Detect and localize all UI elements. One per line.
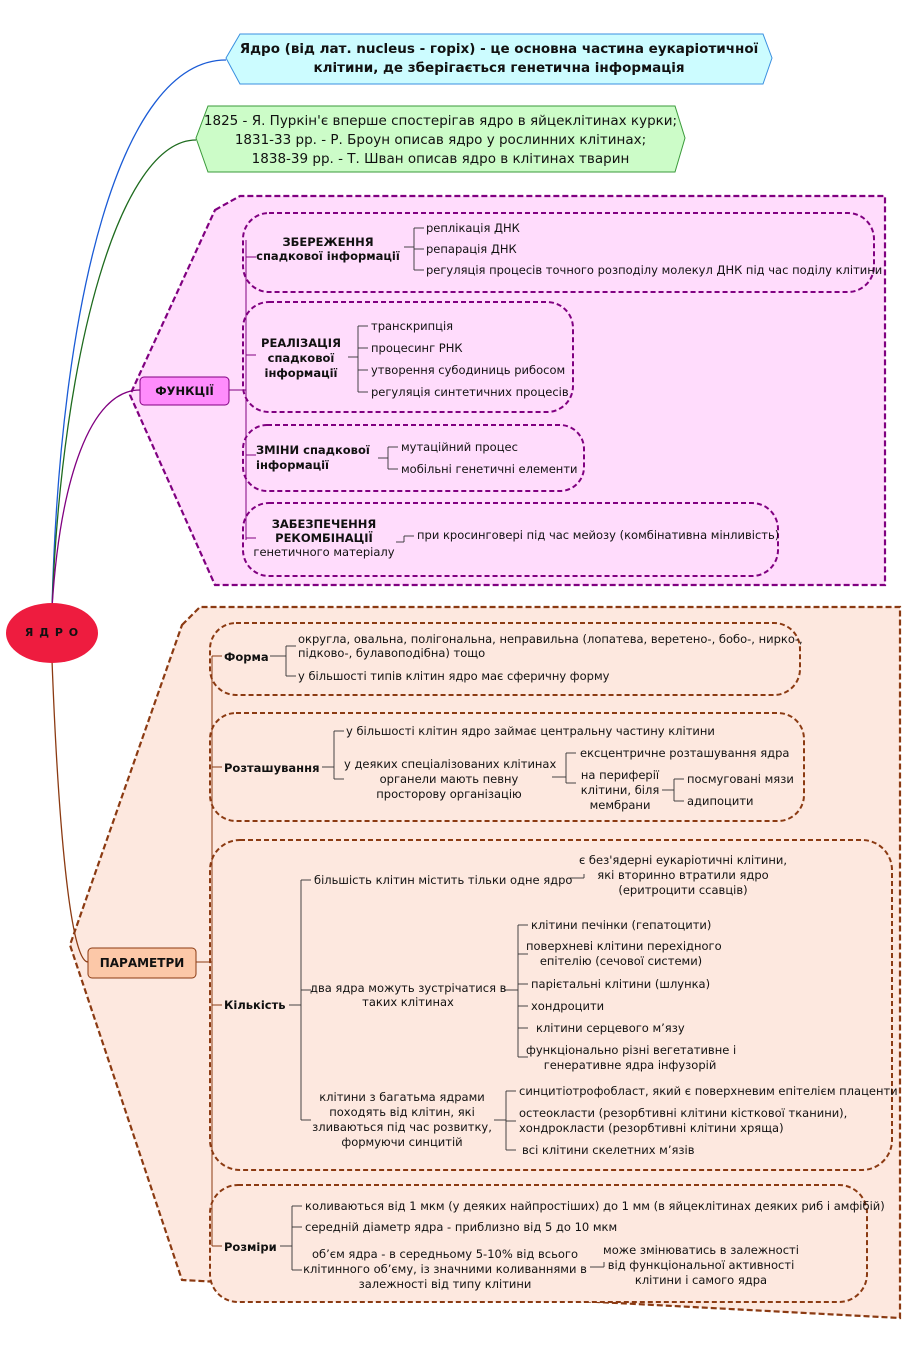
location-item-2-line-2: органели мають певну — [379, 772, 519, 786]
count-anuclear-line-3: (еритроцити ссавців) — [618, 883, 748, 897]
count-many-line-1: клітини з багатьма ядрами — [319, 1090, 485, 1104]
shape-item-1-line-2: підково-, булавоподібна) тощо — [298, 646, 486, 660]
changes-box — [242, 424, 585, 492]
count-anuclear-line-2: які вторинно втратили ядро — [597, 868, 769, 882]
count-label: Кількість — [224, 998, 286, 1012]
count-two-hepatocytes: клітини печінки (гепатоцити) — [531, 918, 712, 932]
root-node — [6, 603, 98, 663]
count-two-infusoria-line-2: генеративне ядра інфузорій — [543, 1058, 717, 1072]
realization-title-2: спадкової — [267, 351, 335, 365]
history-box — [195, 105, 686, 173]
count-many-muscle: всі клітини скелетних м’язів — [522, 1143, 695, 1157]
count-one: більшість клітин містить тільки одне ядр… — [314, 873, 573, 887]
shape-box — [209, 622, 801, 696]
size-note-line-1: може змінюватись в залежності — [603, 1243, 799, 1257]
count-two-epithelium-line-1: поверхневі клітини перехідного — [526, 939, 722, 953]
location-periphery-line-3: мембрани — [589, 798, 651, 812]
location-item-2-line-3: просторову організацію — [376, 787, 522, 801]
recombination-title-1: ЗАБЕЗПЕЧЕННЯ — [271, 517, 377, 531]
shape-item-2: у більшості типів клітин ядро має сферич… — [298, 669, 610, 683]
storage-item-3: регуляція процесів точного розподілу мол… — [426, 263, 883, 277]
shape-item-1-line-1: округла, овальна, полігональна, неправил… — [298, 632, 803, 646]
size-note-line-2: від функціональної активності — [607, 1258, 795, 1272]
count-two-epithelium-line-2: епітелію (сечової системи) — [539, 954, 703, 968]
size-label: Розміри — [224, 1240, 277, 1254]
root-label: Я Д Р О — [24, 626, 80, 639]
location-periphery-line-2: клітини, біля — [580, 783, 660, 797]
functions-label: ФУНКЦІЇ — [155, 384, 214, 398]
location-item-2-line-1: у деяких спеціалізованих клітинах — [344, 757, 557, 771]
count-two-line-2: таких клітинах — [362, 995, 454, 1009]
storage-title-1: ЗБЕРЕЖЕННЯ — [282, 235, 374, 249]
connector-functions — [51, 389, 141, 609]
location-label: Розташування — [224, 761, 320, 775]
location-adipocytes: адипоцити — [687, 794, 754, 808]
count-two-parietal: парієтальні клітини (шлунка) — [531, 977, 711, 991]
recombination-title-2: РЕКОМБІНАЦІЇ — [275, 531, 373, 545]
count-many-osteo-line-2: хондрокласти (резорбтивні клітини хряща) — [519, 1121, 784, 1135]
size-item-3-line-1: об’єм ядра - в середньому 5-10% від всьо… — [312, 1247, 578, 1261]
connector-history — [51, 139, 197, 609]
size-note-line-3: клітини і самого ядра — [634, 1273, 768, 1287]
count-two-line-1: два ядра можуть зустрічатися в — [310, 981, 507, 995]
shape-label: Форма — [224, 650, 269, 664]
count-two-infusoria-line-1: функціонально різні вегетативне і — [526, 1043, 737, 1057]
size-item-3-line-3: залежності від типу клітини — [358, 1277, 532, 1291]
changes-item-1: мутаційний процес — [401, 440, 518, 454]
definition-box — [225, 33, 773, 85]
parameters-node — [87, 947, 197, 979]
size-item-1: коливаються від 1 мкм (у деяких найпрост… — [305, 1199, 885, 1213]
history-line-1: 1825 - Я. Пуркін'є вперше спостерігав яд… — [203, 113, 678, 129]
location-eccentric: ексцентричне розташування ядра — [580, 746, 790, 760]
history-line-3: 1838-39 рр. - Т. Шван описав ядро в кліт… — [251, 151, 630, 167]
size-item-3-line-2: клітинного об’єму, із значними коливання… — [303, 1262, 587, 1276]
storage-box — [242, 212, 875, 293]
recombination-item-1: при кросинговері під час мейозу (комбіна… — [417, 528, 780, 542]
changes-title-2: інформації — [256, 458, 329, 472]
connector-parameters — [51, 659, 89, 963]
changes-item-2: мобільні генетичні елементи — [401, 462, 578, 476]
count-many-osteo-line-1: остеокласти (резорбтивні клітини кістков… — [519, 1106, 848, 1120]
storage-title-2: спадкової інформації — [256, 249, 400, 263]
storage-item-1: реплікація ДНК — [426, 221, 520, 235]
count-many-line-3: зливаються під час розвитку, — [312, 1120, 492, 1134]
count-two-heart: клітини серцевого м’язу — [536, 1021, 685, 1035]
changes-title-1: ЗМІНИ спадкової — [256, 443, 370, 457]
storage-item-2: репарація ДНК — [426, 242, 517, 256]
definition-line-1: Ядро (від лат. nucleus - горіх) - це осн… — [239, 41, 759, 57]
location-periphery-line-1: на периферії — [580, 768, 660, 782]
realization-item-1: транскрипція — [371, 319, 454, 333]
recombination-title-3: генетичного матеріалу — [253, 545, 395, 559]
size-box — [209, 1184, 868, 1303]
count-box — [209, 839, 893, 1171]
history-line-2: 1831-33 рр. - Р. Броун описав ядро у рос… — [234, 132, 647, 148]
realization-item-4: регуляція синтетичних процесів — [371, 385, 569, 399]
location-box — [209, 712, 805, 822]
connector-definition — [51, 59, 227, 609]
functions-node — [139, 376, 230, 406]
size-item-2: середній діаметр ядра - приблизно від 5 … — [305, 1220, 618, 1234]
realization-item-2: процесинг РНК — [371, 341, 463, 355]
count-many-syncytio: синцитіотрофобласт, який є поверхневим е… — [519, 1084, 898, 1098]
realization-item-3: утворення субодиниць рибосом — [371, 363, 566, 377]
count-anuclear-line-1: є без'ядерні еукаріотичні клітини, — [578, 853, 788, 867]
location-item-1: у більшості клітин ядро займає центральн… — [346, 724, 715, 738]
count-two-chondrocytes: хондроцити — [531, 999, 605, 1013]
count-many-line-2: походять від клітин, які — [329, 1105, 475, 1119]
realization-box — [242, 301, 574, 413]
realization-title-1: РЕАЛІЗАЦІЯ — [261, 336, 341, 350]
realization-title-3: інформації — [264, 366, 338, 380]
location-striated: посмуговані мязи — [687, 772, 794, 786]
definition-line-2: клітини, де зберігається генетична інфор… — [313, 60, 685, 76]
recombination-box — [242, 502, 779, 577]
parameters-label: ПАРАМЕТРИ — [99, 956, 185, 970]
count-many-line-4: формуючи синцитій — [341, 1135, 463, 1149]
